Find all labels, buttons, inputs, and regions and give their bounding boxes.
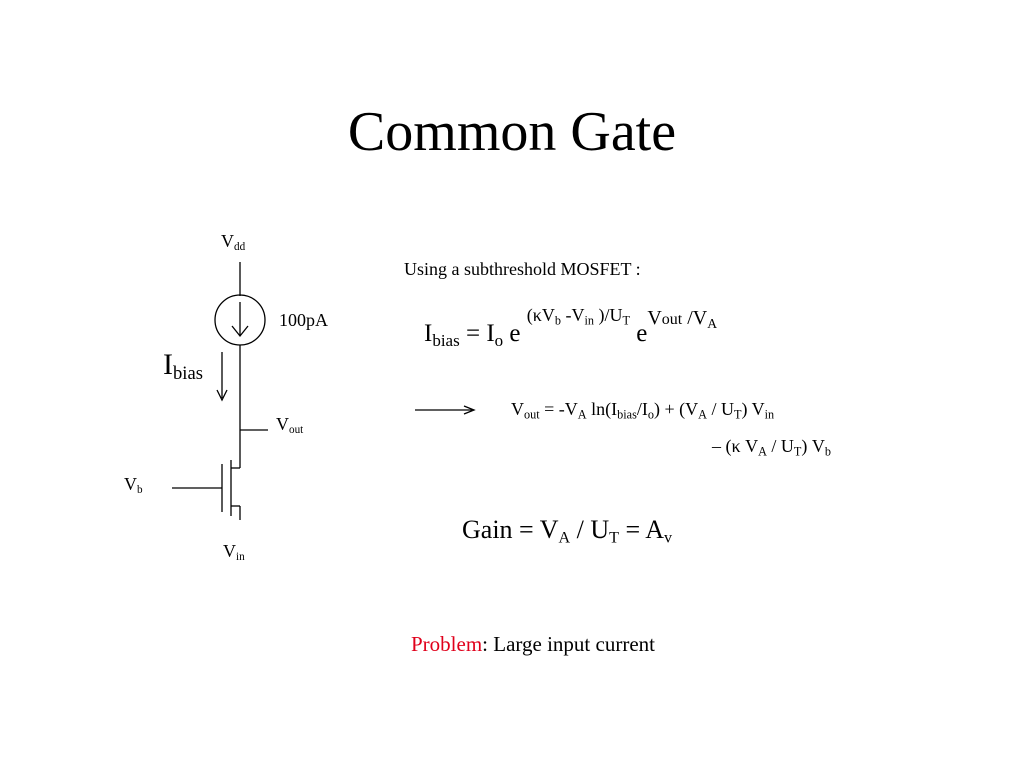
vb-label: Vb [124,474,143,497]
problem-text: : Large input current [482,632,655,656]
current-source-arrow-head [231,325,249,338]
vin-label: Vin [223,541,245,564]
vout-equation-line-2: – (κ VA / UT) Vb [712,436,832,459]
ibias-equation: Ibias = Io e (κVb -Vin )/UT eVout /VA [424,305,718,350]
result-arrow-head [463,405,476,415]
gain-equation: Gain = VA / UT = Av [462,515,673,547]
exponent-1: (κVb -Vin )/UT [526,305,630,328]
vout-label: Vout [276,414,304,437]
problem-label: Problem [411,632,483,656]
ibias-arrow-head [216,389,228,402]
intro-text: Using a subthreshold MOSFET : [404,259,641,279]
slide-title: Common Gate [347,101,677,163]
vdd-label: Vdd [221,231,246,254]
exponent-2: Vout /VA [647,307,718,331]
vout-equation-line-1: Vout = -VA ln(Ibias/Io) + (VA / UT) Vin [511,399,775,422]
ibias-label: Ibias [163,348,203,385]
source-value-label: 100pA [279,310,328,330]
problem-statement: Problem: Large input current [411,632,655,657]
